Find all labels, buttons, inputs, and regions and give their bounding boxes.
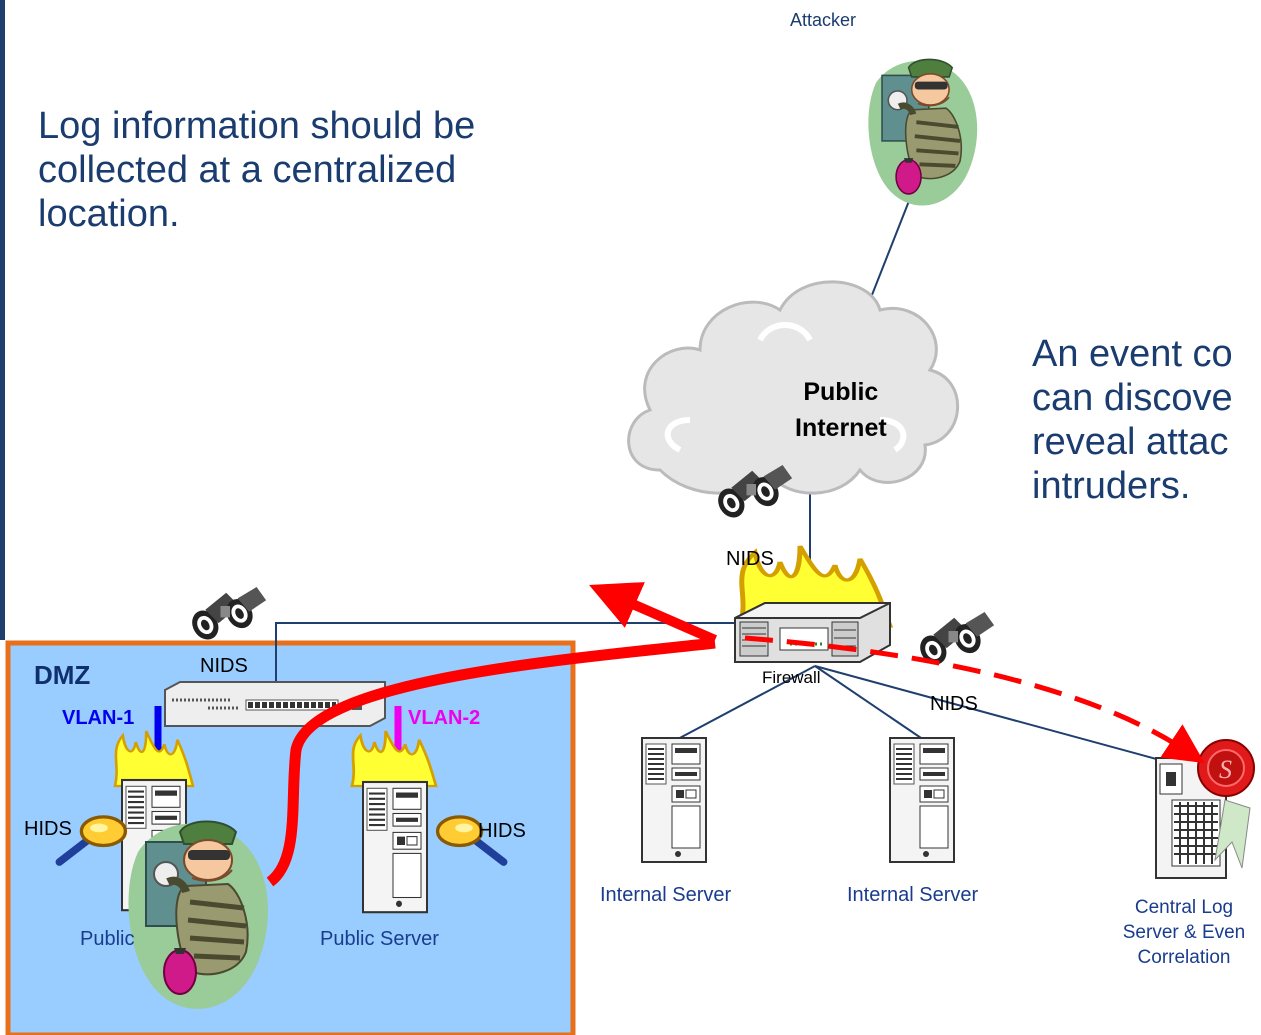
vlan-1-label: VLAN-1 [62,707,135,729]
public-internet-line: Internet [795,414,887,442]
headline-right-line: can discove [1032,377,1233,419]
svg-text:S: S [1219,755,1232,784]
headline-left: Log information should be collected at a… [38,104,475,236]
firewall-icon [734,602,891,663]
internal-server-1-label: Internal Server [600,884,732,906]
dmz-label: DMZ [34,660,91,690]
headline-right-line: An event co [1032,333,1233,375]
attacker-icon [868,59,977,205]
internal-server-1-icon [641,737,707,863]
headline-right-line: reveal attac [1032,421,1229,463]
hids-label: HIDS [478,820,526,842]
central-log-line: Correlation [1137,947,1231,968]
firewall-label: Firewall [762,668,821,687]
public-server-2-label: Public Server [320,928,439,950]
attack-arrow [589,582,718,645]
hids-label: HIDS [24,818,72,840]
central-log-line: Server & Even [1122,922,1246,943]
vlan-2-label: VLAN-2 [408,707,481,729]
nids-binoculars-icon [187,587,267,645]
public-internet-label: Public Internet [795,374,887,446]
public-server-2-icon [361,780,429,914]
headline-left-line: collected at a centralized [38,149,457,191]
public-internet-line: Public [803,378,879,406]
internal-server-2-icon [889,737,955,863]
central-log-server-icon: S [1155,739,1255,879]
nids-label: NIDS [726,548,774,570]
headline-right: An event co can discove reveal attac int… [1032,332,1233,508]
headline-right-line: intruders. [1032,465,1191,507]
attacker-label: Attacker [790,10,857,30]
log-forward-path [744,635,1205,764]
headline-left-line: Log information should be [38,105,476,147]
internal-server-2-label: Internal Server [847,884,979,906]
nids-label: NIDS [200,655,248,677]
nids-label: NIDS [930,693,978,715]
attack-path [266,637,716,887]
central-log-line: Central Log [1134,897,1234,918]
cloud-icon [627,280,959,495]
central-log-label: Central Log Server & Even Correlation [1104,895,1261,970]
slide-left-border [0,0,5,640]
public-server-1-label: Public [80,928,135,950]
headline-left-line: location. [38,193,180,235]
intruder-icon [128,822,268,1009]
